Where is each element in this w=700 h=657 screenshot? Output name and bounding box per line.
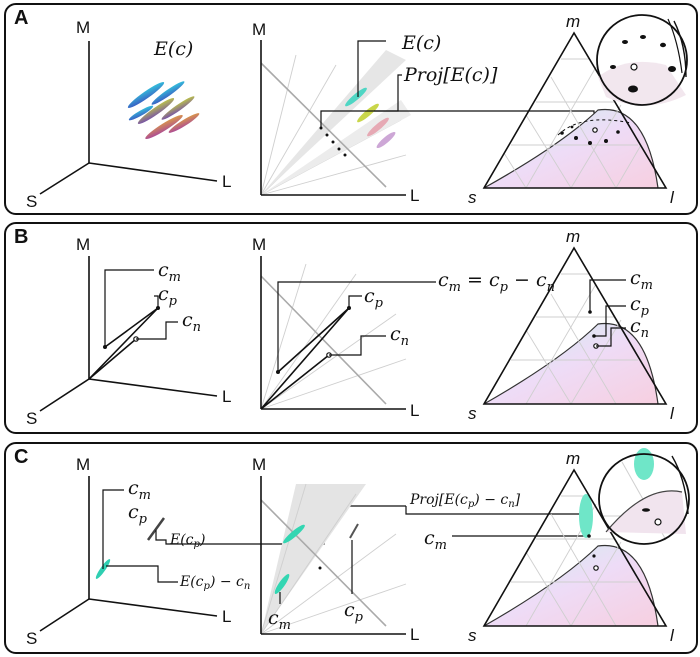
axis-label-m: M — [76, 18, 90, 37]
label-e-of-c-2: E(c) — [401, 32, 441, 54]
chromaticity-triangle: m s l — [468, 227, 675, 423]
label-c-n: cn — [182, 309, 201, 335]
axis-label-m: M — [76, 455, 90, 474]
panel-c-figure: M S L cm cp E(cp) E(cp) − cn M — [26, 448, 690, 648]
tri-label-l: l — [670, 188, 675, 207]
axis-label-l: L — [222, 172, 231, 191]
label-e-of-c: E(c) — [153, 38, 193, 60]
label-c-p: cp — [128, 501, 148, 527]
axis-label-l-2d: L — [410, 401, 419, 420]
tri-label-m: m — [566, 227, 580, 246]
panel-letter: C — [14, 446, 29, 468]
tri-label-m: m — [566, 449, 580, 468]
tri-label-l: l — [670, 626, 675, 645]
panel-letter: A — [14, 7, 29, 29]
label-c-m: cm — [158, 259, 181, 285]
label-proj-e-c: Proj[E(c)] — [403, 64, 498, 86]
label-c-p-2d: cp — [364, 285, 384, 311]
lms-axes-3d: M S L — [26, 455, 406, 648]
panel-b-figure: M S L cm cp cn M — [26, 227, 675, 428]
panel-a: A M S L — [4, 3, 698, 215]
chromaticity-triangle: m s l — [468, 449, 675, 645]
projection-view: M L — [252, 235, 436, 420]
tri-label-s: s — [468, 404, 477, 423]
label-e-cp: E(cp) — [169, 532, 205, 550]
zoom-magnifier — [598, 448, 690, 545]
tri-label-s: s — [468, 626, 477, 645]
axis-label-l-2d: L — [410, 186, 419, 205]
label-c-m: cm — [128, 477, 151, 503]
panel-b: B M S L cm cp cn — [4, 222, 698, 434]
axis-label-l-2d: L — [410, 625, 419, 644]
label-c-m-tri: cm — [424, 527, 447, 553]
label-c-p-tri: cp — [630, 293, 650, 319]
axis-label-l: L — [222, 607, 231, 626]
axis-label-l: L — [222, 387, 231, 406]
label-proj: Proj[E(cp) − cn] — [409, 492, 521, 510]
axis-label-s: S — [26, 192, 37, 211]
label-e-cp-minus-cn: E(cp) − cn — [179, 574, 250, 592]
label-c-p: cp — [158, 283, 178, 309]
tri-label-s: s — [468, 188, 477, 207]
ellipsoid-cloud — [127, 81, 200, 140]
chromaticity-triangle: m s l — [468, 12, 675, 207]
axis-label-m-2d: M — [252, 455, 266, 474]
axis-label-m-2d: M — [252, 20, 266, 39]
label-c-n-tri: cn — [630, 315, 649, 341]
axis-label-s: S — [26, 629, 37, 648]
label-cm-eq: cm = cp − cn — [438, 269, 555, 295]
axis-label-m: M — [76, 235, 90, 254]
axis-label-s: S — [26, 409, 37, 428]
projection-view: M L — [252, 455, 419, 644]
label-c-p-2d: cp — [344, 599, 364, 625]
label-c-n-2d: cn — [390, 323, 409, 349]
axis-label-m-2d: M — [252, 235, 266, 254]
tri-label-l: l — [670, 404, 675, 423]
label-c-m-2d: cm — [268, 607, 291, 633]
zoom-magnifier — [596, 14, 688, 106]
panel-c: C M S L cm cp E(cp) E(cp) − cn — [4, 442, 698, 654]
projection-view: M L — [252, 20, 595, 205]
lms-axes-3d: M S L — [26, 235, 231, 428]
panel-a-figure: M S L E(c) — [26, 12, 688, 211]
panel-letter: B — [14, 226, 29, 248]
tri-label-m: m — [566, 12, 580, 31]
lms-axes-3d: M S L — [26, 18, 231, 211]
label-c-m-tri: cm — [630, 267, 653, 293]
